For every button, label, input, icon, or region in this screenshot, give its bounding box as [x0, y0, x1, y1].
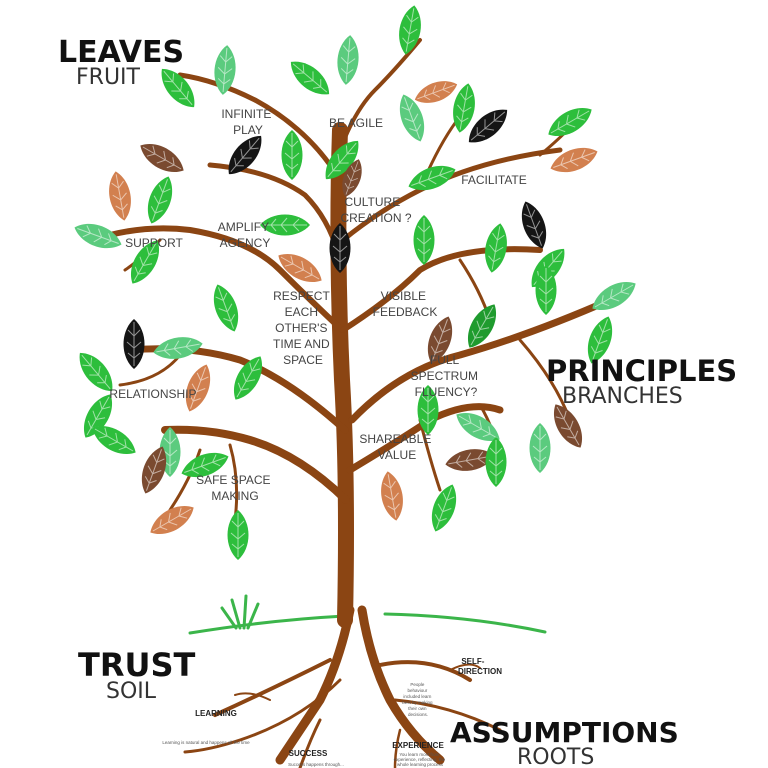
leaf-icon: [92, 426, 136, 454]
root-success-note: Success happens through...: [288, 762, 344, 767]
leaf-icon: [413, 215, 435, 265]
leaf-icon: [529, 423, 551, 473]
leaf-icon: [260, 214, 310, 236]
principle-labels: INFINITE PLAY BE AGILE FACILITATE CULTUR…: [109, 107, 526, 503]
principle-full-spectrum-fluency: FULL SPECTRUM FLUENCY?: [411, 353, 482, 399]
leaf-icon: [399, 5, 421, 55]
leaves-heading: LEAVES: [58, 35, 184, 70]
leaf-icon: [535, 265, 557, 315]
leaf-icon: [427, 316, 453, 364]
leaf-icon: [150, 506, 194, 534]
leaf-icon: [399, 94, 425, 142]
principles-heading: PRINCIPLES: [546, 354, 737, 388]
principle-safe-space-making: SAFE SPACE MAKING: [196, 473, 274, 503]
principle-support: SUPPORT: [125, 236, 183, 250]
root-self-direction: SELF- DIRECTION: [458, 657, 502, 676]
leaf-icon: [147, 176, 173, 224]
roots: [183, 605, 502, 768]
leaf-icon: [290, 61, 330, 95]
leaf-icon: [153, 337, 203, 359]
leaf-icon: [234, 356, 262, 400]
principle-be-agile: BE AGILE: [329, 116, 383, 130]
soil-subheading: SOIL: [106, 679, 157, 704]
leaf-icon: [550, 147, 598, 173]
section-headings: LEAVES FRUIT PRINCIPLES BRANCHES TRUST S…: [58, 35, 737, 768]
leaf-icon: [84, 394, 112, 438]
grass: [188, 594, 547, 635]
root-experience-note: You learn most from experience, reflecti…: [394, 752, 447, 767]
principle-shareable-value: SHAREABLE VALUE: [359, 432, 434, 462]
fruit-subheading: FRUIT: [76, 65, 141, 90]
principle-culture-creation: CULTURE CREATION ?: [340, 195, 411, 225]
leaf-icon: [468, 304, 496, 348]
branches-subheading: BRANCHES: [562, 384, 683, 409]
root-learning-note: Learning is natural and happens all the …: [162, 740, 250, 745]
root-success: SUCCESS: [289, 749, 328, 758]
leaf-icon: [453, 83, 475, 133]
leaf-icon: [485, 223, 507, 273]
leaf-icon: [161, 68, 195, 108]
leaf-icon: [141, 446, 167, 494]
leaf-icon: [214, 45, 236, 95]
leaf-icon: [342, 159, 362, 197]
leaf-icon: [123, 319, 145, 369]
leaf-icon: [281, 130, 303, 180]
leaf-icon: [131, 240, 159, 284]
leaf-icon: [79, 352, 113, 392]
leaf-icon: [431, 484, 457, 532]
root-labels: SELF- DIRECTION People behaviour include…: [162, 657, 502, 767]
leaf-icon: [181, 452, 229, 478]
leaf-icon: [456, 413, 500, 441]
leaf-icon: [445, 449, 495, 471]
trust-heading: TRUST: [78, 646, 196, 684]
leaf-icon: [325, 140, 359, 180]
leaf-icon: [414, 81, 458, 103]
principle-respect: RESPECT EACH OTHER'S TIME AND SPACE: [273, 289, 333, 367]
leaf-icon: [554, 404, 582, 448]
principle-amplify-agency: AMPLIFY AGENCY: [218, 220, 272, 250]
principle-relationship: RELATIONSHIP: [109, 387, 196, 401]
leaf-icon: [213, 284, 239, 332]
leaf-icon: [521, 201, 547, 249]
principle-infinite-play: INFINITE PLAY: [221, 107, 274, 137]
leaves-group: [74, 5, 636, 560]
roots-subheading: ROOTS: [517, 745, 594, 768]
leaf-icon: [228, 135, 262, 175]
leaf-icon: [185, 364, 211, 412]
leaf-icon: [337, 35, 359, 85]
leaf-icon: [408, 165, 456, 191]
principle-facilitate: FACILITATE: [461, 173, 527, 187]
leaf-icon: [140, 144, 184, 172]
leaf-icon: [381, 471, 403, 521]
leaf-icon: [592, 282, 636, 310]
leaf-icon: [329, 223, 351, 273]
root-learning: LEARNING: [195, 709, 237, 718]
root-experience: EXPERIENCE: [392, 741, 444, 750]
assumptions-heading: ASSUMPTIONS: [450, 716, 679, 749]
leaf-icon: [417, 385, 439, 435]
leaf-icon: [227, 510, 249, 560]
leaf-icon: [587, 316, 613, 364]
principle-visible-feedback: VISIBLE FEEDBACK: [373, 289, 438, 319]
leaf-icon: [278, 254, 322, 282]
leaf-icon: [109, 171, 131, 221]
leaf-icon: [74, 223, 122, 249]
leaf-icon: [468, 109, 508, 143]
root-self-direction-note: People behaviour included learn best by …: [402, 682, 434, 717]
leaf-icon: [485, 437, 507, 487]
leaf-icon: [548, 108, 592, 136]
